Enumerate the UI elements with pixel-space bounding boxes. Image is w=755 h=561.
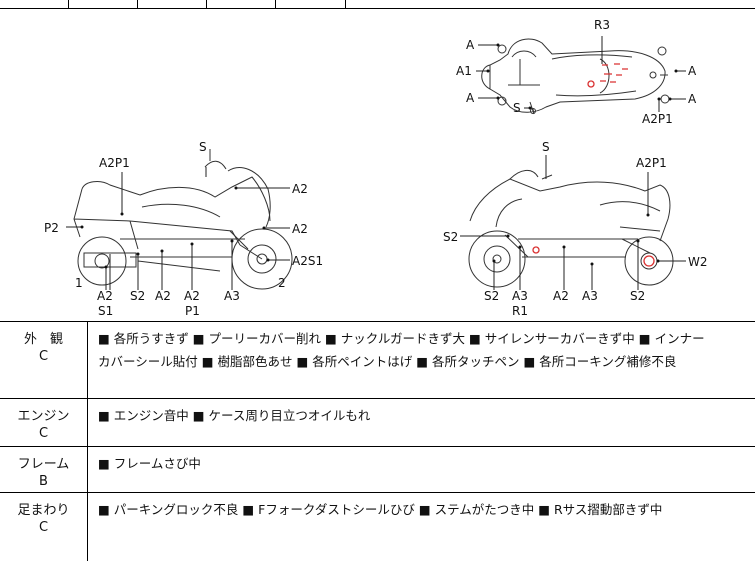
- right-label-5: A3: [512, 289, 528, 303]
- findings-line: ■ パーキングロック不良 ■ Fフォークダストシールひび ■ ステムがたつき中 …: [98, 502, 663, 517]
- scooter-diagram-svg: A A1 A S R3 A A A2P1 S A2P1 A2 P2 A2 A2S…: [44, 18, 708, 318]
- top-label-6: A: [688, 92, 697, 106]
- row-label-cell: エンジン C: [0, 399, 88, 446]
- findings-line: ■ エンジン音中 ■ ケース周り目立つオイルもれ: [98, 408, 371, 423]
- top-label-4: R3: [594, 18, 610, 32]
- left-label-9: S1: [98, 304, 113, 318]
- top-label-2: A: [466, 91, 475, 105]
- damage-marks-top: [587, 63, 628, 88]
- findings-text: ■ パーキングロック不良 ■ Fフォークダストシールひび ■ ステムがたつき中 …: [98, 498, 749, 521]
- left-label-2: A2: [292, 182, 308, 196]
- right-label-7: A2: [553, 289, 569, 303]
- scooter-top-view: [481, 38, 670, 115]
- category-name: フレーム: [17, 457, 70, 472]
- category-name: 足まわり: [17, 503, 70, 518]
- top-label-0: A: [466, 38, 475, 52]
- findings-line: カバーシール貼付 ■ 樹脂部色あせ ■ 各所ペイントはげ ■ 各所タッチペン ■…: [98, 354, 677, 369]
- right-label-9: S2: [630, 289, 645, 303]
- right-label-0: S: [542, 140, 550, 154]
- category-name: エンジン: [17, 409, 70, 424]
- category-name: 外 観: [23, 332, 63, 347]
- findings-text: ■ エンジン音中 ■ ケース周り目立つオイルもれ: [98, 404, 749, 427]
- row-label-cell: 足まわり C: [0, 493, 88, 561]
- top-table-strip: [0, 0, 755, 9]
- leader-lines: [66, 36, 686, 290]
- left-label-0: S: [199, 140, 207, 154]
- findings-text: ■ 各所うすきず ■ プーリーカバー削れ ■ ナックルガードきず大 ■ サイレン…: [98, 327, 749, 373]
- category-grade: C: [38, 520, 49, 535]
- right-label-4: S2: [484, 289, 499, 303]
- row-exterior: 外 観 C ■ 各所うすきず ■ プーリーカバー削れ ■ ナックルガードきず大 …: [0, 322, 755, 399]
- row-engine: エンジン C ■ エンジン音中 ■ ケース周り目立つオイルもれ: [0, 399, 755, 447]
- right-label-2: S2: [443, 230, 458, 244]
- damage-diagram: A A1 A S R3 A A A2P1 S A2P1 A2 P2 A2 A2S…: [0, 9, 755, 322]
- category-grade: C: [38, 349, 49, 364]
- left-label-11: A2: [155, 289, 171, 303]
- right-label-8: A3: [582, 289, 598, 303]
- row-label-cell: フレーム B: [0, 447, 88, 492]
- left-label-12: A2: [184, 289, 200, 303]
- right-label-3: W2: [688, 255, 708, 269]
- findings-text: ■ フレームさび中: [98, 452, 749, 475]
- left-label-6: 1: [75, 276, 83, 290]
- left-label-14: A3: [224, 289, 240, 303]
- findings-line: ■ 各所うすきず ■ プーリーカバー削れ ■ ナックルガードきず大 ■ サイレン…: [98, 331, 705, 346]
- category-grade: C: [38, 426, 49, 441]
- scooter-right-side-view: [468, 165, 674, 288]
- left-label-8: A2: [97, 289, 113, 303]
- damage-marks-right: [532, 246, 655, 267]
- top-label-1: A1: [456, 64, 472, 78]
- left-label-3: P2: [44, 221, 59, 235]
- top-label-7: A2P1: [642, 112, 673, 126]
- right-label-6: R1: [512, 304, 528, 318]
- left-label-1: A2P1: [99, 156, 130, 170]
- left-label-4: A2: [292, 222, 308, 236]
- right-label-1: A2P1: [636, 156, 667, 170]
- top-label-3: S: [513, 101, 521, 115]
- top-label-5: A: [688, 64, 697, 78]
- row-label-cell: 外 観 C: [0, 322, 88, 398]
- left-label-7: 2: [278, 276, 286, 290]
- scooter-left-side-view: [73, 149, 293, 290]
- point-dots: [80, 43, 678, 269]
- category-grade: B: [39, 474, 48, 489]
- row-suspension: 足まわり C ■ パーキングロック不良 ■ Fフォークダストシールひび ■ ステ…: [0, 493, 755, 561]
- row-frame: フレーム B ■ フレームさび中: [0, 447, 755, 493]
- left-label-10: S2: [130, 289, 145, 303]
- left-label-5: A2S1: [292, 254, 323, 268]
- left-label-13: P1: [185, 304, 200, 318]
- findings-line: ■ フレームさび中: [98, 456, 201, 471]
